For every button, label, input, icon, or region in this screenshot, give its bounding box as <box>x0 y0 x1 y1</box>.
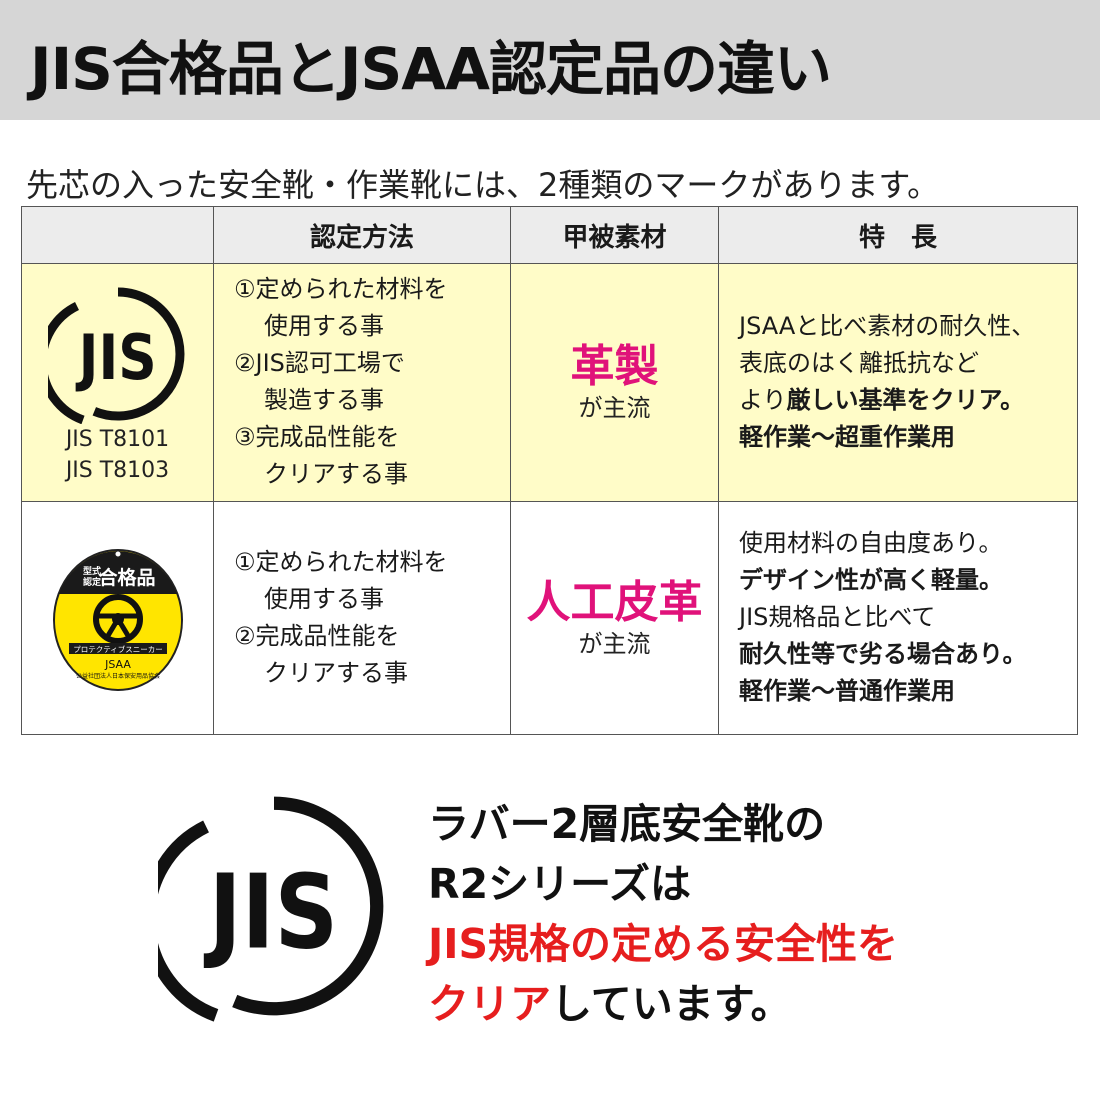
jis-method-line: ②JIS認可工場で <box>234 349 405 378</box>
jis-material-sub: が主流 <box>578 394 651 423</box>
jsaa-feature-line: 耐久性等で劣る場合あり。 <box>739 640 1027 669</box>
jis-method-line: ①定められた材料を <box>234 275 448 304</box>
statement-line-4-rest: しています。 <box>551 980 792 1028</box>
badge-title: 合格品 <box>98 566 155 589</box>
jis-material-cell: 革製 が主流 <box>510 263 719 502</box>
jsaa-feature-line: 使用材料の自由度あり。 <box>739 529 1003 558</box>
statement-line-4: クリアしています。 <box>428 974 898 1034</box>
jis-feature-prefix: より <box>739 386 787 415</box>
table-row-jsaa: 型式 認定 合格品 プロテクティブスニーカー JSAA 公益社団法人日本保安用品… <box>21 500 1078 736</box>
jis-feature-bold: 厳しい基準をクリア。 <box>786 386 1025 415</box>
jis-method-cell: ①定められた材料を 使用する事 ②JIS認可工場で 製造する事 ③完成品性能を … <box>213 263 511 502</box>
jis-standard-2: JIS T8103 <box>65 458 170 484</box>
jis-large-mark-text: JIS <box>203 852 338 972</box>
statement-line-1: ラバー2層底安全靴の <box>428 800 826 848</box>
jis-logo-cell: JIS JIS T8101 JIS T8103 <box>21 263 214 502</box>
jis-feature-line: 表底のはく離抵抗など <box>739 349 979 378</box>
jsaa-feature-line: デザイン性が高く軽量。 <box>739 566 1003 595</box>
jis-feature-line: JSAAと比べ素材の耐久性、 <box>739 312 1036 341</box>
table-row-jis: JIS JIS T8101 JIS T8103 ①定められた材料を 使用する事 … <box>21 263 1078 502</box>
jsaa-features-cell: 使用材料の自由度あり。 デザイン性が高く軽量。 JIS規格品と比べて 耐久性等で… <box>718 500 1078 736</box>
jis-method-line: 製造する事 <box>264 386 384 415</box>
jsaa-method-line: クリアする事 <box>264 658 408 687</box>
jis-feature-line-mixed: より厳しい基準をクリア。 <box>739 382 1077 419</box>
statement-red-word: クリア <box>428 980 551 1028</box>
header-bar: JIS合格品とJSAA認定品の違い <box>0 0 1100 120</box>
jsaa-method-line: ①定められた材料を <box>234 547 448 576</box>
jsaa-material-main: 人工皮革 <box>526 576 703 628</box>
jsaa-feature-line: 軽作業〜普通作業用 <box>739 677 955 706</box>
header-cell-method: 認定方法 <box>213 205 511 265</box>
statement-line-2: R2シリーズは <box>428 860 692 908</box>
jsaa-badge-icon: 型式 認定 合格品 プロテクティブスニーカー JSAA 公益社団法人日本保安用品… <box>52 548 183 691</box>
svg-text:認定: 認定 <box>83 576 102 588</box>
jsaa-method-line: 使用する事 <box>264 584 384 613</box>
header-cell-material: 甲被素材 <box>510 205 719 265</box>
jis-method-line: ③完成品性能を <box>234 423 400 452</box>
table-header-row: 認定方法 甲被素材 特 長 <box>21 205 1078 265</box>
intro-text: 先芯の入った安全靴・作業靴には、2種類のマークがあります。 <box>26 166 940 204</box>
jsaa-logo-cell: 型式 認定 合格品 プロテクティブスニーカー JSAA 公益社団法人日本保安用品… <box>21 500 214 736</box>
badge-org: JSAA <box>104 658 131 671</box>
jsaa-material-sub: が主流 <box>578 629 651 658</box>
statement-line-3: JIS規格の定める安全性を <box>428 920 899 968</box>
jis-features-cell: JSAAと比べ素材の耐久性、 表底のはく離抵抗など より厳しい基準をクリア。 軽… <box>718 263 1078 502</box>
jis-large-mark-icon: JIS <box>158 796 384 1022</box>
header-cell-features: 特 長 <box>718 205 1078 265</box>
badge-band-text: プロテクティブスニーカー <box>73 644 163 654</box>
comparison-table: 認定方法 甲被素材 特 長 JIS JIS T8101 JIS T8103 ①定… <box>21 205 1078 736</box>
jis-feature-line: 軽作業〜超重作業用 <box>739 423 955 452</box>
jis-method-line: 使用する事 <box>264 312 384 341</box>
jis-method-line: クリアする事 <box>264 460 408 489</box>
jis-material-main: 革製 <box>570 341 659 393</box>
page-title: JIS合格品とJSAA認定品の違い <box>30 35 832 103</box>
jsaa-material-cell: 人工皮革 が主流 <box>510 500 719 736</box>
badge-small-text: 型式 <box>83 565 101 577</box>
badge-org-full: 公益社団法人日本保安用品協会 <box>75 672 159 680</box>
jis-mark-text: JIS <box>74 321 156 394</box>
jsaa-method-line: ②完成品性能を <box>234 621 400 650</box>
r2-statement: ラバー2層底安全靴の R2シリーズは JIS規格の定める安全性を クリアしていま… <box>428 794 898 1034</box>
jis-mark-icon: JIS <box>47 287 184 425</box>
jsaa-method-cell: ①定められた材料を 使用する事 ②完成品性能を クリアする事 <box>213 500 511 736</box>
jsaa-feature-line: JIS規格品と比べて <box>739 603 936 632</box>
jis-standard-1: JIS T8101 <box>65 427 170 453</box>
header-cell-empty <box>21 205 214 265</box>
